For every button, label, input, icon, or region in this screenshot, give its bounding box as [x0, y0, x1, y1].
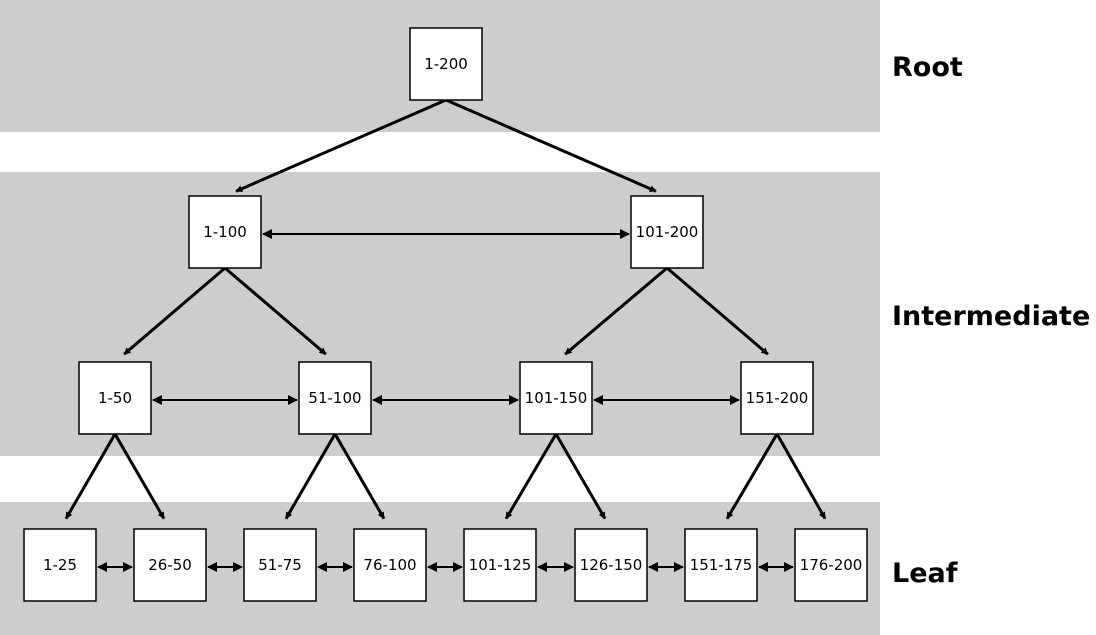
level-label-leaf: Leaf: [892, 558, 958, 589]
node-126-150: 126-150: [574, 528, 648, 602]
node-box: [630, 195, 704, 269]
node-76-100: 76-100: [353, 528, 427, 602]
node-box: [243, 528, 317, 602]
node-box: [133, 528, 207, 602]
node-box: [463, 528, 537, 602]
edge-101-200-to-101-150: [564, 266, 668, 356]
node-151-200: 151-200: [740, 361, 814, 435]
edge-1-100-to-1-50: [123, 266, 226, 356]
level-label-intermediate: Intermediate: [892, 301, 1090, 332]
node-box: [298, 361, 372, 435]
tree-nodes: 1-200 1-100 101-200 1-50 51-100 101-150 151-20…: [23, 27, 868, 602]
node-label: 151-200: [746, 389, 809, 407]
edge-1-50-to-1-25: [64, 433, 117, 520]
node-box: [353, 528, 427, 602]
node-label: 51-75: [258, 556, 302, 574]
level-label-root: Root: [892, 52, 963, 83]
node-label: 101-200: [636, 223, 699, 241]
node-label: 26-50: [148, 556, 192, 574]
node-box: [519, 361, 593, 435]
edge-1-200-to-1-100: [235, 98, 447, 193]
node-box: [23, 528, 97, 602]
node-label: 1-50: [98, 389, 132, 407]
node-label: 101-150: [525, 389, 588, 407]
node-1-100: 1-100: [188, 195, 262, 269]
edge-101-150-to-126-150: [554, 433, 607, 520]
node-51-100: 51-100: [298, 361, 372, 435]
node-box: [684, 528, 758, 602]
node-51-75: 51-75: [243, 528, 317, 602]
node-label: 176-200: [800, 556, 863, 574]
edge-1-50-to-26-50: [113, 433, 166, 520]
edge-101-200-to-151-200: [666, 266, 769, 356]
node-101-150: 101-150: [519, 361, 593, 435]
node-label: 1-200: [424, 55, 468, 73]
node-box: [794, 528, 868, 602]
edge-51-100-to-76-100: [333, 433, 386, 520]
node-1-50: 1-50: [78, 361, 152, 435]
node-1-200: 1-200: [409, 27, 483, 101]
node-box: [78, 361, 152, 435]
node-label: 151-175: [690, 556, 753, 574]
node-label: 51-100: [308, 389, 361, 407]
node-label: 126-150: [580, 556, 643, 574]
node-151-175: 151-175: [684, 528, 758, 602]
node-box: [740, 361, 814, 435]
tree-edges: [64, 98, 827, 520]
node-box: [409, 27, 483, 101]
edge-151-200-to-176-200: [775, 433, 827, 520]
node-box: [188, 195, 262, 269]
sibling-links: [97, 229, 794, 572]
edge-151-200-to-151-175: [725, 433, 779, 520]
edge-101-150-to-101-125: [504, 433, 558, 520]
edge-1-100-to-51-100: [224, 266, 327, 356]
node-101-125: 101-125: [463, 528, 537, 602]
edge-1-200-to-101-200: [445, 98, 657, 193]
node-101-200: 101-200: [630, 195, 704, 269]
edge-51-100-to-51-75: [284, 433, 337, 520]
node-label: 101-125: [469, 556, 532, 574]
node-label: 1-25: [43, 556, 77, 574]
node-box: [574, 528, 648, 602]
node-1-25: 1-25: [23, 528, 97, 602]
node-label: 76-100: [363, 556, 416, 574]
node-26-50: 26-50: [133, 528, 207, 602]
node-176-200: 176-200: [794, 528, 868, 602]
node-label: 1-100: [203, 223, 247, 241]
